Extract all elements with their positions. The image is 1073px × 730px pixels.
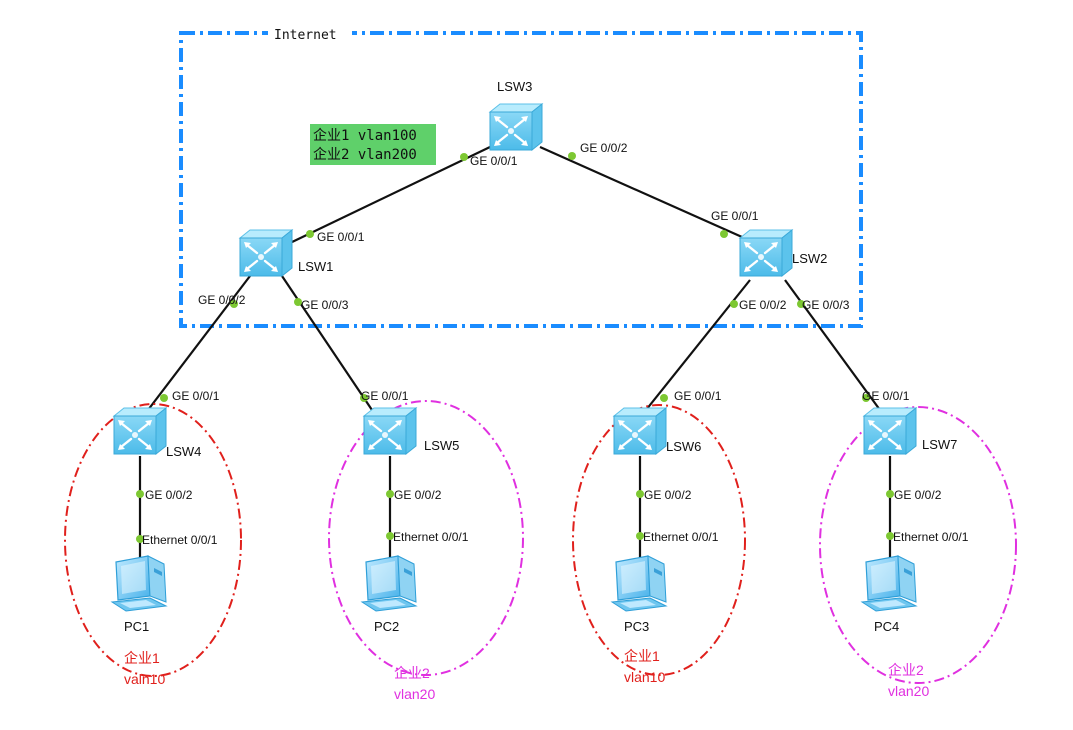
switch-lsw5-icon[interactable] [362, 406, 418, 456]
group-vlan-enterprise1-a: valn10 [124, 671, 165, 687]
group-ellipse-enterprise1-b [572, 404, 746, 676]
port-label: Ethernet 0/0/1 [893, 530, 969, 544]
port-dot [886, 532, 894, 540]
port-dot [386, 532, 394, 540]
port-dot [660, 394, 668, 402]
device-label-lsw1: LSW1 [298, 259, 333, 274]
port-dot [136, 535, 144, 543]
group-vlan-enterprise1-b: vlan10 [624, 669, 665, 685]
group-name-enterprise2-b: 企业2 [888, 662, 924, 678]
port-label: GE 0/0/2 [145, 488, 193, 502]
port-dot [460, 153, 468, 161]
link-lsw1-lsw5 [281, 275, 373, 411]
port-dot [636, 490, 644, 498]
group-ellipse-enterprise2-b [819, 406, 1017, 684]
link-lsw1-lsw4 [147, 275, 251, 411]
port-dot [797, 300, 805, 308]
group-name-enterprise1-a: 企业1 [124, 650, 160, 666]
switch-lsw2-icon[interactable] [738, 228, 794, 278]
port-label: GE 0/0/1 [674, 389, 722, 403]
port-dot [568, 152, 576, 160]
device-label-pc1: PC1 [124, 619, 149, 634]
device-label-pc2: PC2 [374, 619, 399, 634]
link-lsw3-lsw1 [289, 146, 491, 244]
group-name-enterprise1-b: 企业1 [624, 648, 660, 664]
device-label-lsw4: LSW4 [166, 444, 201, 459]
port-label: Ethernet 0/0/1 [643, 530, 719, 544]
vlan-note-line1: 企业1 vlan100 [313, 127, 417, 144]
switch-lsw1-icon[interactable] [238, 228, 294, 278]
switch-lsw4-icon[interactable] [112, 406, 168, 456]
group-name-enterprise2-a: 企业2 [394, 665, 430, 681]
device-label-lsw6: LSW6 [666, 439, 701, 454]
port-label: GE 0/0/1 [361, 389, 409, 403]
pc2-icon[interactable] [361, 555, 417, 612]
internet-region [179, 31, 863, 328]
group-ellipse-enterprise2-a [328, 400, 524, 676]
port-label: GE 0/0/2 [580, 141, 628, 155]
port-dot [136, 490, 144, 498]
group-ellipse-enterprise1-a [64, 403, 242, 677]
port-dot [360, 394, 368, 402]
port-dot [720, 230, 728, 238]
port-dot [386, 490, 394, 498]
port-dot [730, 300, 738, 308]
port-label: GE 0/0/1 [862, 389, 910, 403]
group-vlan-enterprise2-b: vlan20 [888, 683, 929, 699]
port-dot [230, 300, 238, 308]
port-label: GE 0/0/1 [470, 154, 518, 168]
port-label: Ethernet 0/0/1 [393, 530, 469, 544]
port-dot [160, 394, 168, 402]
internet-label: Internet [274, 28, 337, 43]
pc1-icon[interactable] [111, 555, 167, 612]
switch-lsw3-icon[interactable] [488, 102, 544, 152]
device-label-pc4: PC4 [874, 619, 899, 634]
vlan-note-line2: 企业2 vlan200 [313, 146, 417, 163]
switch-lsw6-icon[interactable] [612, 406, 668, 456]
device-label-lsw5: LSW5 [424, 438, 459, 453]
port-label: GE 0/0/3 [301, 298, 349, 312]
device-label-pc3: PC3 [624, 619, 649, 634]
port-dot [862, 394, 870, 402]
vlan-note-box [310, 124, 436, 165]
device-label-lsw2: LSW2 [792, 251, 827, 266]
port-label: GE 0/0/1 [711, 209, 759, 223]
device-label-lsw3: LSW3 [497, 79, 532, 94]
port-dot [636, 532, 644, 540]
port-label: GE 0/0/1 [317, 230, 365, 244]
links [138, 145, 892, 560]
port-label: GE 0/0/2 [394, 488, 442, 502]
port-dots [136, 152, 894, 543]
port-label: GE 0/0/2 [198, 293, 246, 307]
pc4-icon[interactable] [861, 555, 917, 612]
port-label: GE 0/0/2 [739, 298, 787, 312]
port-dot [886, 490, 894, 498]
port-dot [306, 230, 314, 238]
port-label: Ethernet 0/0/1 [142, 533, 218, 547]
group-vlan-enterprise2-a: vlan20 [394, 686, 435, 702]
port-label: GE 0/0/2 [894, 488, 942, 502]
port-label: GE 0/0/3 [802, 298, 850, 312]
device-label-lsw7: LSW7 [922, 437, 957, 452]
port-dot [294, 298, 302, 306]
switch-lsw7-icon[interactable] [862, 406, 918, 456]
pc3-icon[interactable] [611, 555, 667, 612]
link-lsw3-lsw2 [539, 145, 743, 239]
port-label: GE 0/0/1 [172, 389, 220, 403]
port-label: GE 0/0/2 [644, 488, 692, 502]
